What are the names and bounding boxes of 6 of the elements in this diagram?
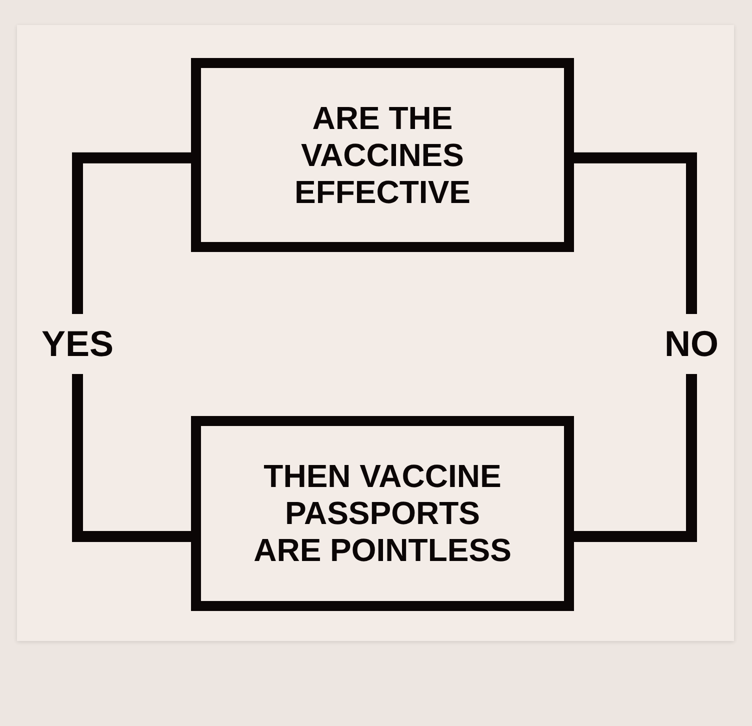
box-text: THEN VACCINE PASSPORTS ARE POINTLESS <box>252 458 512 569</box>
connector-line <box>574 152 697 542</box>
box-text: ARE THE VACCINES EFFECTIVE <box>293 100 472 210</box>
process-box <box>191 58 574 252</box>
process-box <box>191 416 574 611</box>
connector-line <box>72 152 191 542</box>
